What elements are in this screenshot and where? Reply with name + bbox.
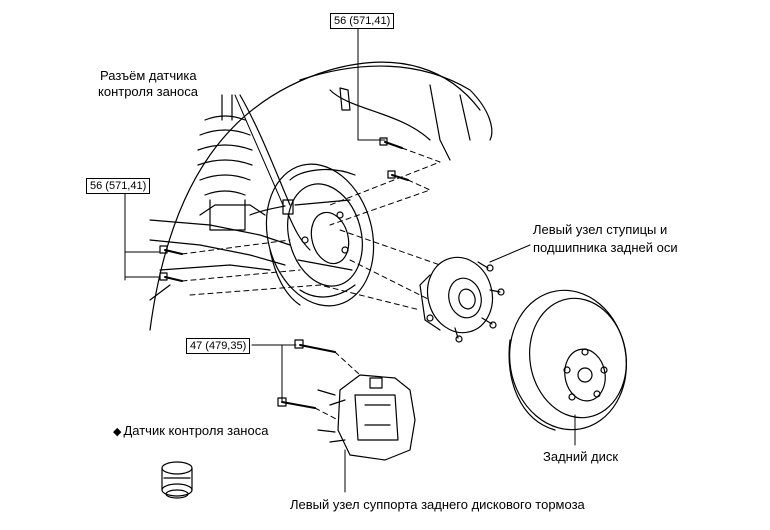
torque-box-left: 56 (571,41)	[86, 178, 151, 194]
torque-box-top: 56 (571,41)	[330, 13, 395, 29]
skid-sensor-part	[161, 461, 193, 499]
label-caliper: Левый узел суппорта заднего дискового то…	[290, 497, 585, 512]
caliper-bolts	[277, 339, 336, 409]
label-skid-sensor-text: Датчик контроля заноса	[123, 423, 269, 438]
torque-box-caliper: 47 (479,35)	[186, 338, 251, 354]
coil-spring	[197, 94, 253, 231]
label-sensor-connector-1: Разъём датчика	[100, 68, 197, 83]
label-skid-sensor: ◆Датчик контроля заноса	[113, 423, 268, 440]
body-outline	[149, 61, 493, 331]
label-hub-1: Левый узел ступицы и	[533, 222, 668, 237]
backing-plate	[265, 163, 375, 307]
sensor-wire	[239, 94, 311, 251]
leader-lines	[124, 19, 576, 493]
label-hub-2: подшипника задней оси	[533, 240, 678, 255]
alignment-lines	[181, 147, 441, 421]
rear-disc	[508, 289, 628, 431]
label-sensor-connector-2: контроля заноса	[98, 84, 198, 99]
suspension-arm	[149, 204, 291, 301]
brake-caliper	[317, 374, 416, 461]
hub-bolts	[159, 137, 409, 282]
label-rear-disc: Задний диск	[543, 449, 619, 464]
hub-assembly	[419, 256, 505, 343]
diamond-icon: ◆	[113, 426, 122, 438]
